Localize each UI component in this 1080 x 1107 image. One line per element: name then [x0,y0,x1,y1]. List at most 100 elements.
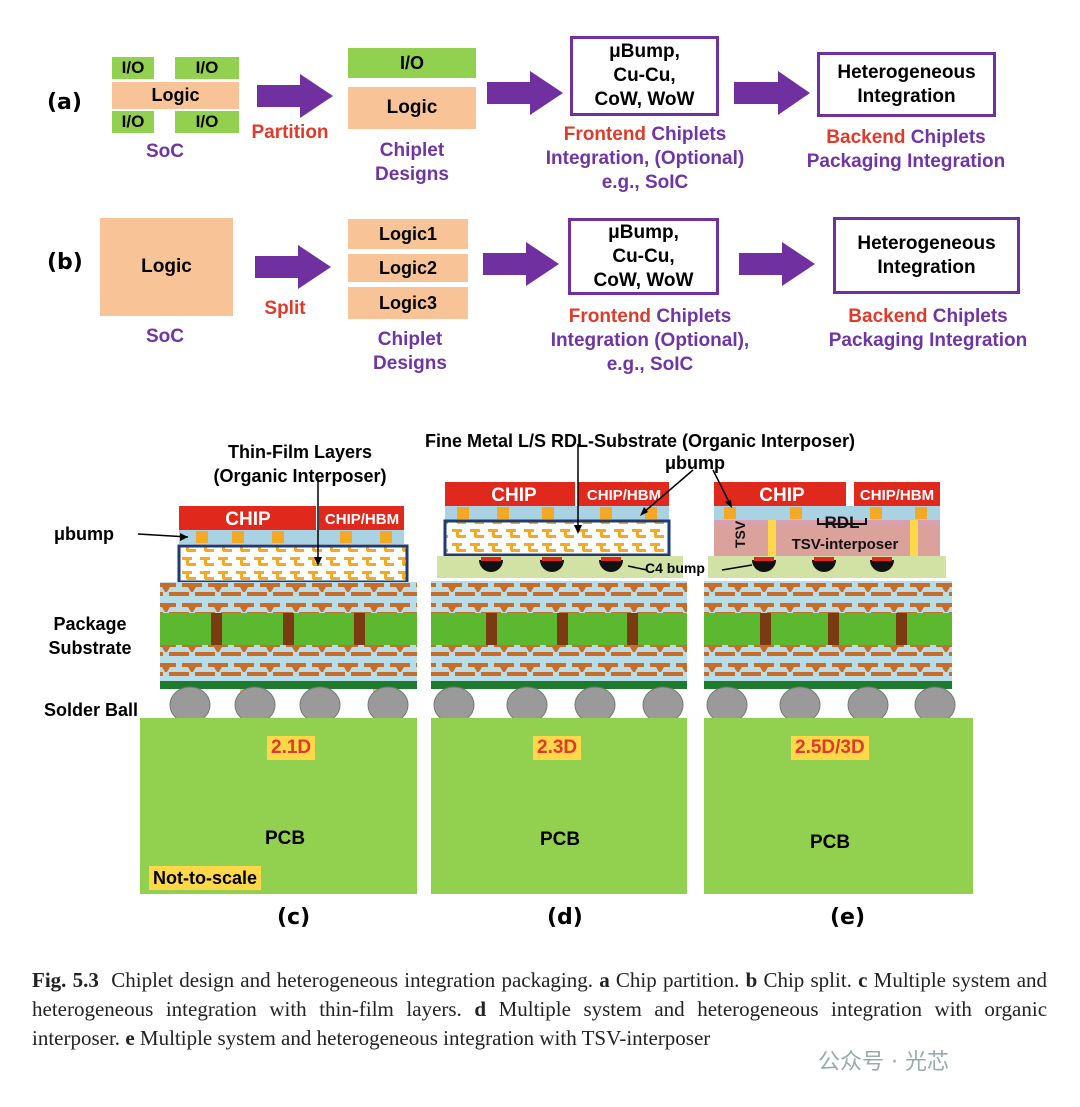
pcb-label-e: PCB [809,832,851,853]
panel-label-c: (c) [277,905,311,930]
tag-2-1d: 2.1D [267,736,316,760]
package-substrate-label-1: Package [53,614,127,634]
frontend-box-b: μBump, Cu-Cu, CoW, WoW [568,218,719,295]
frontend-caption-b-2: Integration (Optional), [550,330,750,351]
chip-label-c: CHIP [225,509,271,530]
backend-caption-b-purple: Chiplets [927,306,1008,327]
backend-box-b: Heterogeneous Integration [833,217,1020,294]
chiplet-caption-a-2: Designs [375,164,449,185]
chiplet-logic1: Logic1 [348,219,468,249]
caption-c-text: Multiple system and heterogeneous integr… [32,968,1048,1021]
chip-label-d: CHIP [491,485,537,506]
thin-film-layers-c [177,544,409,584]
solder-ball-label: Solder Ball [44,700,139,720]
frontend-caption-a: Frontend Chiplets Integration, (Optional… [515,123,775,195]
chip-hbm-c [319,506,404,530]
arrow-a1 [257,74,333,118]
chip-hbm-label-c: CHIP/HBM [325,511,399,528]
soc-caption-a: SoC [146,141,184,162]
chip-hbm-label-e: CHIP/HBM [860,487,934,504]
backend-box-a: Heterogeneous Integration [817,52,996,117]
ubump-layer-c [179,530,404,544]
backend-caption-b-red: Backend [848,306,928,327]
watermark: 公众号 · 光芯 [818,1050,949,1075]
caption-d-text: Multiple system and heterogeneous integr… [32,997,1048,1050]
backend-caption-b-2: Packaging Integration [828,330,1028,351]
arrow-a2 [487,71,563,115]
rdl-substrate-label: Fine Metal L/S RDL-Substrate (Organic In… [424,431,856,451]
tag-2-3d: 2.3D [533,736,582,760]
cross-section-diagram: CHIP CHIP/HBM CHIP [137,444,973,894]
soc-caption-b: SoC [146,326,184,347]
soc-io-1: I/O [112,57,154,79]
frontend-caption-a-3: e.g., SoIC [601,172,689,193]
tag-2-5d-3d: 2.5D/3D [791,736,869,760]
soc-io-3: I/O [112,111,154,133]
frontend-box-a-3: CoW, WoW [594,89,695,110]
caption-c-key: c [858,968,868,992]
panel-c-package [140,506,417,894]
chiplet-logic: Logic [348,87,476,129]
chip-hbm-e [854,482,940,506]
chiplet-caption-a: Chiplet Designs [352,139,472,187]
chiplet-caption-b: Chiplet Designs [350,328,470,376]
backend-caption-a-2: Packaging Integration [806,151,1006,172]
panel-d-package [431,482,687,894]
chiplet-io: I/O [348,48,476,78]
frontend-caption-b-purple: Chiplets [651,306,732,327]
panel-label-b: (b) [47,250,83,275]
caption-lead: Chiplet design and heterogeneous integra… [111,968,594,992]
chip-c [179,506,316,530]
panel-label-e: (e) [830,905,866,930]
frontend-box-a: μBump, Cu-Cu, CoW, WoW [570,36,719,116]
soc-io-4: I/O [175,111,239,133]
package-substrate-label: Package Substrate [30,612,150,660]
frontend-caption-b-red: Frontend [568,306,652,327]
arrow-b3 [739,242,815,286]
arrow-b1 [255,245,331,289]
frontend-caption-a-purple: Chiplets [646,124,727,145]
chiplet-caption-b-2: Designs [373,353,447,374]
caption-e-key: e [125,1026,135,1050]
flow-arrows [255,71,815,289]
chiplet-caption-a-1: Chiplet [379,140,445,161]
frontend-box-a-1: μBump, [609,41,680,62]
ubump-label-left: μbump [54,524,115,544]
panel-label-a: (a) [47,90,82,115]
caption-a-key: a [599,968,610,992]
frontend-caption-a-2: Integration, (Optional) [545,148,745,169]
caption-b-text: Chip split. [763,968,852,992]
backend-caption-a-purple: Chiplets [905,127,986,148]
pcb-label-d: PCB [539,829,581,850]
chip-hbm-label-d: CHIP/HBM [587,487,661,504]
backend-box-a-1: Heterogeneous [837,61,976,83]
backend-caption-a-red: Backend [826,127,906,148]
frontend-caption-b-3: e.g., SoIC [606,354,694,375]
chip-hbm-d [578,482,669,506]
pcb-label-c: PCB [264,828,306,849]
caption-b-key: b [745,968,758,992]
backend-box-b-1: Heterogeneous [857,232,996,254]
frontend-box-b-3: CoW, WoW [593,269,694,291]
chiplet-caption-b-1: Chiplet [377,329,443,350]
package-substrate-label-2: Substrate [48,638,132,658]
partition-label: Partition [251,122,329,143]
figure-caption: Fig. 5.3 Chiplet design and heterogeneou… [32,966,1047,1053]
chiplet-logic3: Logic3 [348,287,468,319]
caption-d-key: d [474,997,487,1021]
thin-film-label: Thin-Film Layers (Organic Interposer) [195,440,405,488]
backend-caption-b: Backend Chiplets Packaging Integration [808,305,1048,353]
tsv-interposer-label: TSV-interposer [792,536,899,553]
split-label: Split [264,298,306,319]
frontend-caption-b: Frontend Chiplets Integration (Optional)… [520,305,780,377]
frontend-box-a-2: Cu-Cu, [613,65,676,86]
caption-e-text: Multiple system and heterogeneous integr… [139,1026,711,1050]
thin-film-label-2: (Organic Interposer) [213,466,387,486]
arrow-b2 [483,242,559,286]
panel-label-d: (d) [547,905,583,930]
c4-bump-label: C4 bump [645,560,705,576]
ubump-label-top: μbump [664,453,725,473]
chip-d [445,482,575,506]
thin-film-label-1: Thin-Film Layers [227,442,373,462]
caption-fig-number: Fig. 5.3 [32,968,99,992]
